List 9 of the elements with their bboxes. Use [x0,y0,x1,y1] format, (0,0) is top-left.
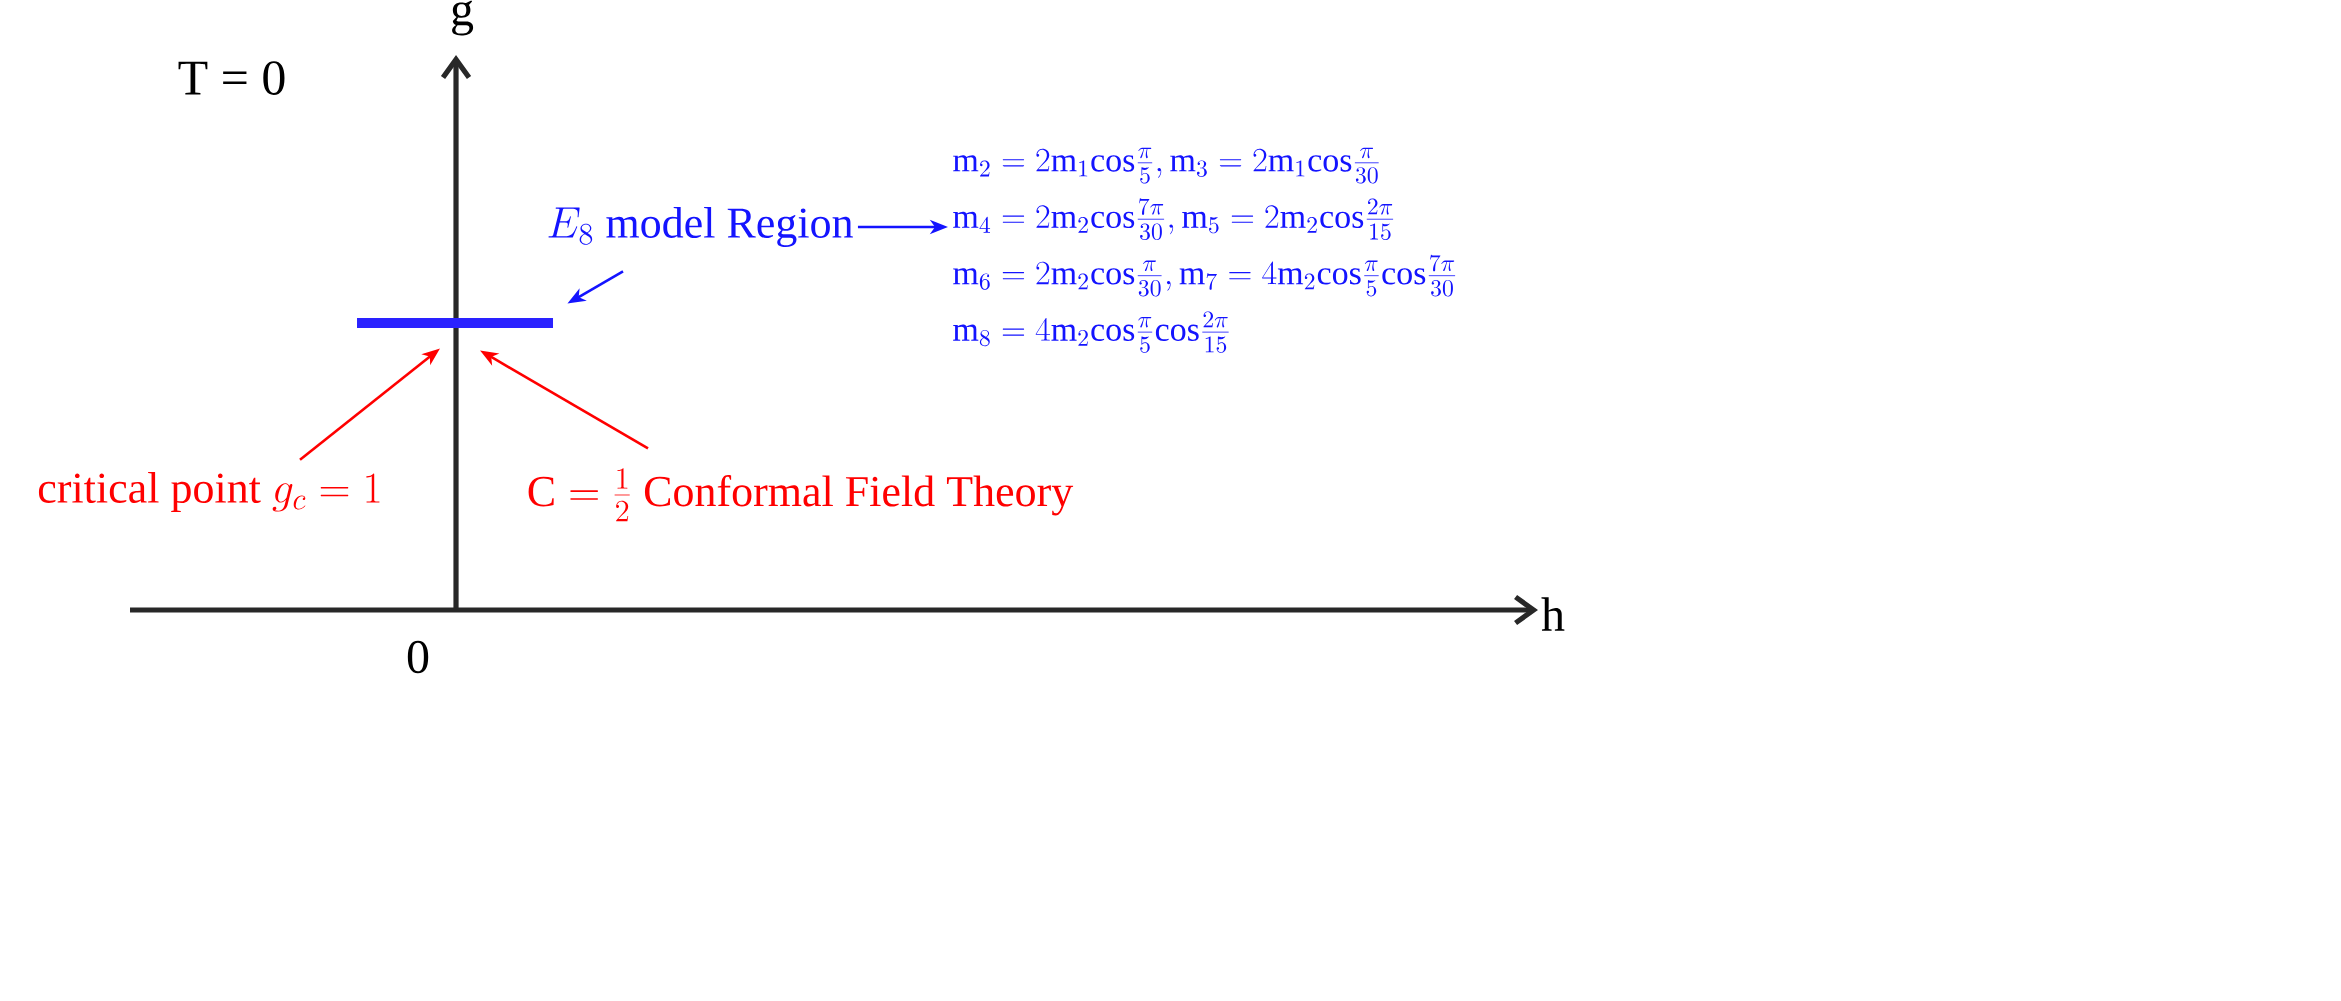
text-label: $\mathrm{critical\ point}\ g_c = 1$ [38,472,380,512]
axis-label: T = 0 [178,61,285,95]
text-label: $E_8\ \mathrm{model\ Region}$ [548,207,853,247]
text-label: $\mathrm{C} = \frac{1}{2}\ \mathrm{Conformal\ Field\ Theory}$ [528,468,1074,522]
axis-label: h [1541,597,1565,631]
axis-label: 0 [407,640,429,674]
formula-list: $\mathrm{m}_2 = 2\mathrm{m}_1\mathrm{cos}\frac{\pi}{5},\mathrm{m}_3 = 2\mathrm{m}_1\mathrm{cos}\frac{\pi}{30}$ $\mathrm{m}_4 = 2\mathrm{m}_2\mathrm{cos}\frac{7\pi}{30},\mathrm{m}_5 = 2\mathrm{m}_2\mathrm{cos}\frac{2\pi}{15}$ $\mathrm{m}_6 = 2\mathrm{m}_2\mathrm{cos}\frac{\pi}{30},\mathrm{m}_7 = 4\mathrm{m}_2\mathrm{cos}\frac{\pi}{5}\mathrm{cos}\frac{7\pi}{30}$ $\mathrm{m}_8 = 4\mathrm{m}_2\mathrm{cos}\frac{\pi}{5}\mathrm{cos}\frac{2\pi}{15}$ [953,147,1456,353]
axis-label: g [452,0,474,36]
region-bar [357,318,553,328]
